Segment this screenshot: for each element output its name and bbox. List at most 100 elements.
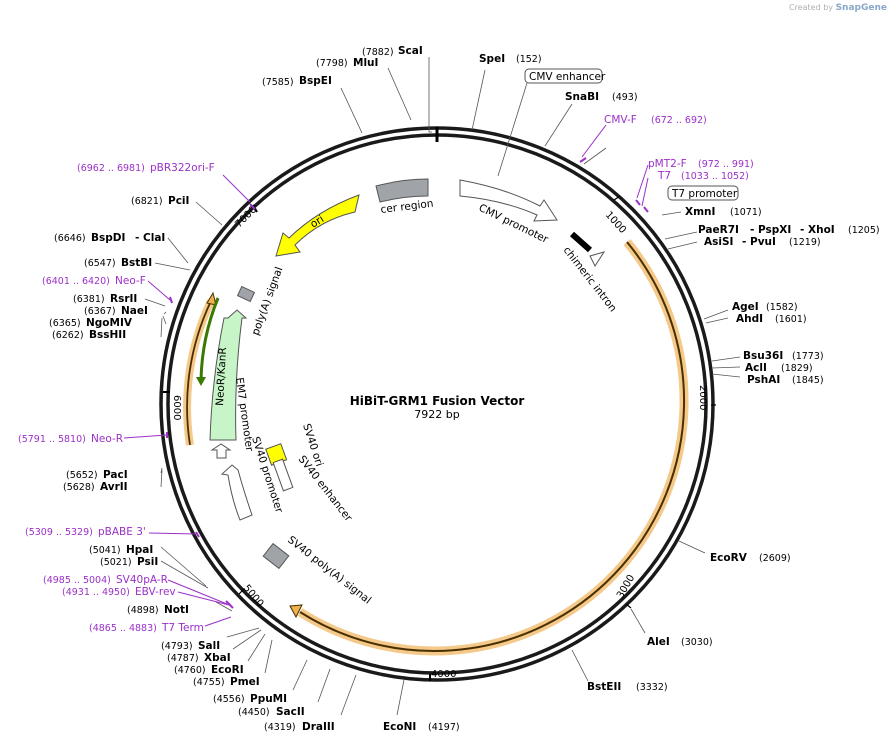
polya-signal-feature	[236, 285, 256, 303]
green-orf-arrowhead	[196, 377, 206, 386]
primer-pbabe3: pBABE 3'	[98, 526, 146, 538]
primer-ebv-rev: EBV-rev	[135, 586, 176, 598]
neor-kanr-feature	[209, 309, 248, 441]
site-pspxi: - PspXI	[750, 224, 791, 236]
site-xbai: XbaI	[204, 652, 231, 664]
tick-5000: 5000	[241, 583, 266, 610]
green-orf	[199, 297, 220, 381]
primer-neo-f-range: (6401 .. 6420)	[42, 276, 110, 287]
cmv-enhancer-box	[524, 68, 603, 84]
site-scai-pos: (7882)	[362, 47, 394, 58]
primer-pbabe3-range: (5309 .. 5329)	[25, 527, 93, 538]
site-alei-pos: (3030)	[681, 637, 713, 648]
primer-cmv-f: CMV-F	[604, 114, 637, 126]
site-naei: NaeI	[121, 305, 148, 317]
site-noti: NotI	[164, 604, 189, 616]
site-pvui-pos: (1219)	[789, 237, 821, 248]
site-agei: AgeI	[732, 301, 759, 313]
label-sv40-polya: SV40 poly(A) signal	[285, 534, 373, 607]
site-econi: EcoNI	[383, 721, 416, 733]
site-rsrii-pos: (6381)	[73, 294, 105, 305]
site-xmni-pos: (1071)	[730, 207, 762, 218]
label-t7-promoter: T7 promoter	[671, 188, 738, 200]
site-agei-pos: (1582)	[766, 302, 798, 313]
t7-promoter-box	[667, 185, 739, 201]
primer-t7term: T7 Term	[161, 622, 204, 634]
site-avrii-pos: (5628)	[63, 482, 95, 493]
chimeric-intron-arrow	[589, 251, 606, 268]
site-pcii: PciI	[168, 195, 189, 207]
site-bsu36i-pos: (1773)	[792, 351, 824, 362]
site-clai: - ClaI	[135, 232, 165, 244]
site-xhoi-pos: (1205)	[848, 225, 880, 236]
site-econi-pos: (4197)	[428, 722, 460, 733]
site-ecori-pos: (4760)	[174, 665, 206, 676]
site-draiii-pos: (4319)	[264, 722, 296, 733]
chimeric-intron-bar	[570, 231, 592, 253]
site-ecorv: EcoRV	[710, 552, 748, 564]
site-snabi-pos: (493)	[612, 92, 638, 103]
sv40-polya-feature	[262, 542, 290, 570]
site-pvui: - PvuI	[742, 236, 776, 248]
left-orf-arc	[186, 300, 212, 446]
map-title: HiBiT-GRM1 Fusion Vector	[350, 394, 525, 408]
site-leaders	[144, 57, 741, 716]
primer-labels: CMV-F (672 .. 692) pMT2-F (972 .. 991) T…	[18, 114, 754, 634]
site-avrii: AvrII	[100, 481, 128, 493]
site-bspdi: BspDI	[91, 232, 125, 244]
site-acli-pos: (1829)	[781, 363, 813, 374]
site-bsshii-pos: (6262)	[52, 330, 84, 341]
site-xbai-pos: (4787)	[167, 653, 199, 664]
primer-pbr322ori-f-range: (6962 .. 6981)	[77, 163, 145, 174]
tick-6000: 6000	[171, 395, 182, 420]
site-ngomiv-pos: (6365)	[49, 318, 81, 329]
site-bspdi-pos: (6646)	[54, 233, 86, 244]
site-bsshii: BssHII	[89, 329, 126, 341]
site-acli: AclI	[745, 362, 767, 374]
site-rsrii: RsrII	[110, 293, 137, 305]
left-orf-arrowhead	[206, 291, 217, 306]
primer-ebv-rev-range: (4931 .. 4950)	[62, 587, 130, 598]
primer-pmt2-f-range: (972 .. 991)	[698, 159, 754, 170]
site-scai: ScaI	[398, 45, 423, 57]
site-paer7i: PaeR7I	[698, 224, 739, 236]
site-bsteii-pos: (3332)	[636, 682, 668, 693]
primer-neo-f: Neo-F	[115, 275, 146, 287]
site-bspei: BspEI	[299, 75, 332, 87]
map-size: 7922 bp	[414, 408, 459, 421]
sv40-enhancer-feature	[272, 458, 294, 492]
site-labels: (7882) ScaI (7798) MluI (7585) BspEI Spe…	[49, 45, 880, 733]
cmv-promoter-feature	[459, 179, 558, 222]
site-pshai: PshAI	[747, 374, 780, 386]
site-mlui-pos: (7798)	[316, 58, 348, 69]
left-orf-glow	[183, 299, 215, 446]
label-chimeric-intron: chimeric intron	[561, 244, 619, 314]
site-bspei-pos: (7585)	[262, 77, 294, 88]
site-bsu36i: Bsu36I	[743, 350, 783, 362]
primer-neo-r: Neo-R	[91, 433, 123, 445]
primer-t7-range: (1033 .. 1052)	[681, 171, 749, 182]
tick-2000: 2000	[697, 385, 708, 410]
primer-markers	[166, 157, 649, 609]
tick-4000: 4000	[431, 669, 456, 680]
site-bsteii: BstEII	[587, 681, 621, 693]
primer-pbr322ori-f: pBR322ori-F	[150, 162, 215, 174]
site-naei-pos: (6367)	[84, 306, 116, 317]
site-alei: AleI	[647, 636, 670, 648]
site-ecori: EcoRI	[211, 664, 244, 676]
primer-cmv-f-range: (672 .. 692)	[651, 115, 707, 126]
site-draiii: DraIII	[302, 721, 335, 733]
site-bstbi-pos: (6547)	[84, 258, 116, 269]
site-sacii-pos: (4450)	[238, 707, 270, 718]
site-xmni: XmnI	[685, 206, 715, 218]
site-hpai-pos: (5041)	[89, 545, 121, 556]
site-hpai: HpaI	[126, 544, 153, 556]
site-ahdi-pos: (1601)	[775, 314, 807, 325]
primer-sv40pa-r-range: (4985 .. 5004)	[43, 575, 111, 586]
label-neor-kanr: NeoR/KanR	[214, 347, 229, 406]
em7-promoter-feature	[210, 443, 232, 459]
site-ahdi: AhdI	[736, 313, 763, 325]
site-paci: PacI	[103, 469, 128, 481]
orf-arc	[299, 241, 686, 652]
